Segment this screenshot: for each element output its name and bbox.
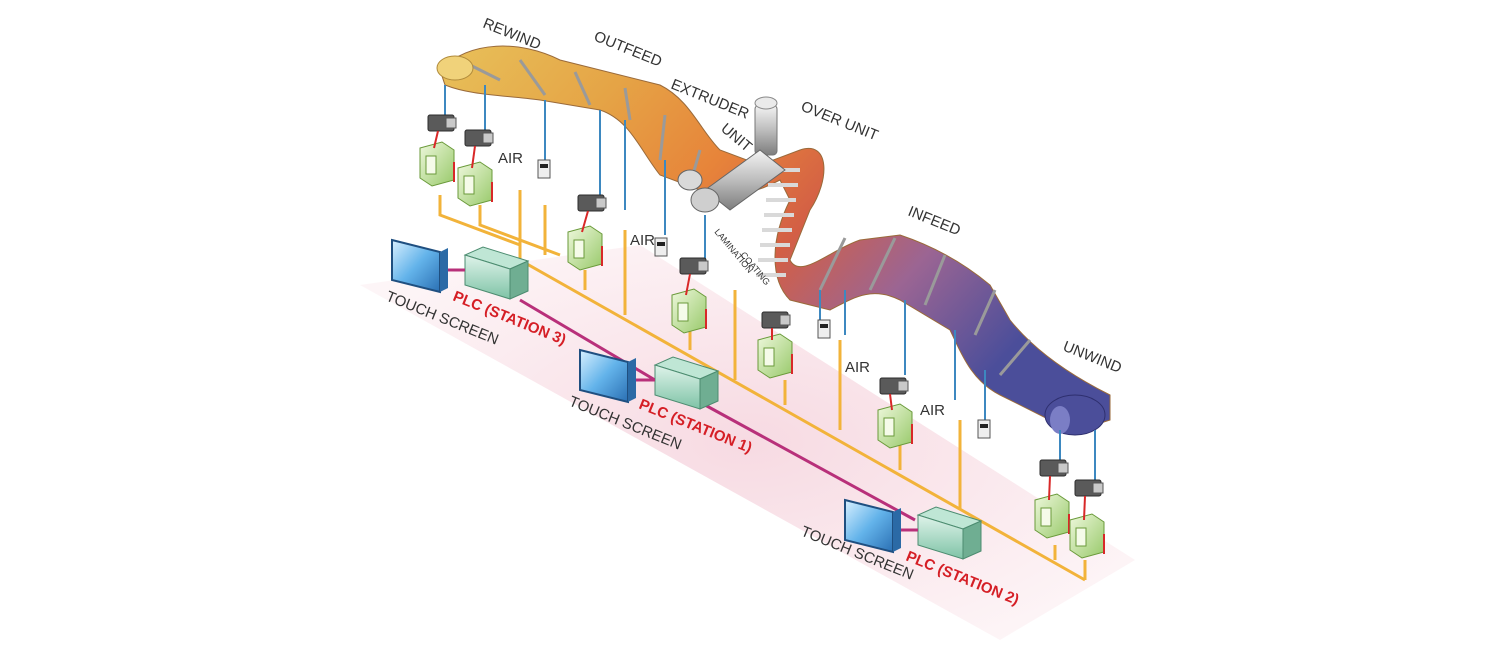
servo-drive-2 — [457, 145, 493, 207]
label-air-1: AIR — [498, 150, 523, 167]
label-over-unit: OVER UNIT — [799, 98, 881, 144]
feedback-lines — [444, 85, 1096, 480]
servo-motor-6 — [879, 377, 909, 395]
servo-drive-5 — [757, 328, 793, 379]
air-valve-4 — [977, 419, 991, 439]
plc-unit-1 — [448, 246, 530, 300]
stations-group — [391, 238, 983, 560]
servo-motor-4 — [679, 257, 709, 275]
servo-drive-3 — [567, 210, 603, 271]
touch-screen-2 — [579, 348, 636, 404]
servo-motor-5 — [761, 311, 791, 329]
label-air-4: AIR — [920, 402, 945, 419]
plc-unit-2 — [636, 356, 720, 410]
label-air-3: AIR — [845, 359, 870, 376]
servo-drive-4 — [671, 273, 707, 334]
servo-drive-7 — [1034, 475, 1070, 539]
servo-motor-2 — [464, 129, 494, 147]
air-valve-2 — [654, 237, 668, 257]
label-extruder-unit: UNIT — [717, 120, 755, 156]
servo-motor-7 — [1039, 459, 1069, 477]
touch-screen-1 — [391, 238, 448, 294]
servo-motor-3 — [577, 194, 607, 212]
label-air-2: AIR — [630, 232, 655, 249]
servo-drive-6 — [877, 393, 913, 449]
servo-motor-8 — [1074, 479, 1104, 497]
label-outfeed: OUTFEED — [592, 28, 665, 71]
air-valve-3 — [817, 319, 831, 339]
extruder-unit — [677, 96, 786, 213]
touch-screen-3 — [844, 498, 901, 554]
label-infeed: INFEED — [906, 203, 964, 239]
plc-unit-3 — [901, 506, 983, 560]
air-valve-1 — [537, 159, 551, 179]
servo-drive-1 — [419, 130, 455, 187]
servo-drive-8 — [1069, 495, 1105, 559]
label-unwind: UNWIND — [1061, 338, 1125, 377]
servo-motor-1 — [427, 114, 457, 132]
equipment-group — [419, 114, 1105, 559]
